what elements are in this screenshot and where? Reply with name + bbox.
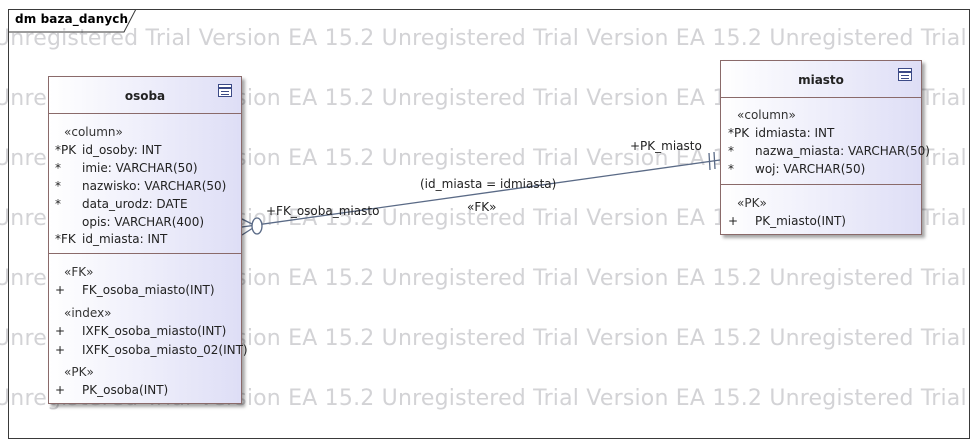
table-icon [898, 68, 912, 81]
relationship-target-role: +PK_miasto [630, 139, 702, 153]
operation-prefix: + [55, 283, 66, 297]
column-prefix: * [728, 162, 734, 176]
table-name: osoba [124, 89, 166, 103]
diagram-frame [8, 9, 970, 439]
operation-row: IXFK_osoba_miasto(INT) [82, 324, 227, 338]
column-prefix: *PK [728, 126, 750, 140]
table-osoba[interactable]: osoba «column» *PK id_osoby: INT * imie:… [48, 76, 248, 404]
column-row: opis: VARCHAR(400) [82, 215, 205, 229]
column-prefix: *FK [55, 232, 76, 246]
index-stereotype: «index» [64, 306, 112, 320]
fk-stereotype: «FK» [64, 265, 94, 279]
operation-row: PK_miasto(INT) [755, 214, 846, 228]
table-name: miasto [798, 73, 844, 87]
watermark-row: Unregistered Trial Version EA 15.2 Unreg… [0, 26, 974, 51]
column-row: idmiasta: INT [755, 126, 835, 140]
column-row: nazwa_miasta: VARCHAR(50) [755, 144, 930, 158]
diagram-title: dm baza_danych [15, 12, 129, 26]
column-row: data_urodz: DATE [82, 197, 188, 211]
column-prefix: * [55, 179, 61, 193]
column-stereotype: «column» [737, 108, 796, 122]
operation-row: PK_osoba(INT) [82, 383, 169, 397]
column-row: nazwisko: VARCHAR(50) [82, 179, 227, 193]
pk-stereotype: «PK» [737, 196, 767, 210]
operation-prefix: + [55, 324, 66, 338]
operation-row: FK_osoba_miasto(INT) [82, 283, 215, 297]
table-miasto[interactable]: miasto «column» *PK idmiasta: INT * nazw… [720, 60, 930, 235]
operation-prefix: + [728, 214, 739, 228]
pk-stereotype: «PK» [64, 365, 94, 379]
table-icon [218, 84, 232, 97]
column-prefix: * [55, 161, 61, 175]
column-row: imie: VARCHAR(50) [82, 161, 198, 175]
column-prefix: *PK [55, 143, 77, 157]
operation-row: IXFK_osoba_miasto_02(INT) [82, 343, 248, 357]
table-divider [49, 113, 241, 114]
table-divider [721, 97, 921, 98]
operation-prefix: + [55, 343, 66, 357]
table-divider [49, 253, 241, 254]
column-prefix: * [728, 144, 734, 158]
diagram-frame-tab [8, 9, 137, 33]
relationship-condition: (id_miasta = idmiasta) [420, 177, 557, 191]
table-divider [721, 184, 921, 185]
relationship-stereotype: «FK» [467, 200, 497, 214]
column-row: id_miasta: INT [82, 232, 168, 246]
column-prefix: * [55, 197, 61, 211]
column-row: woj: VARCHAR(50) [755, 162, 866, 176]
column-stereotype: «column» [64, 125, 123, 139]
column-row: id_osoby: INT [82, 143, 162, 157]
operation-prefix: + [55, 383, 66, 397]
relationship-source-role: +FK_osoba_miasto [266, 204, 380, 218]
